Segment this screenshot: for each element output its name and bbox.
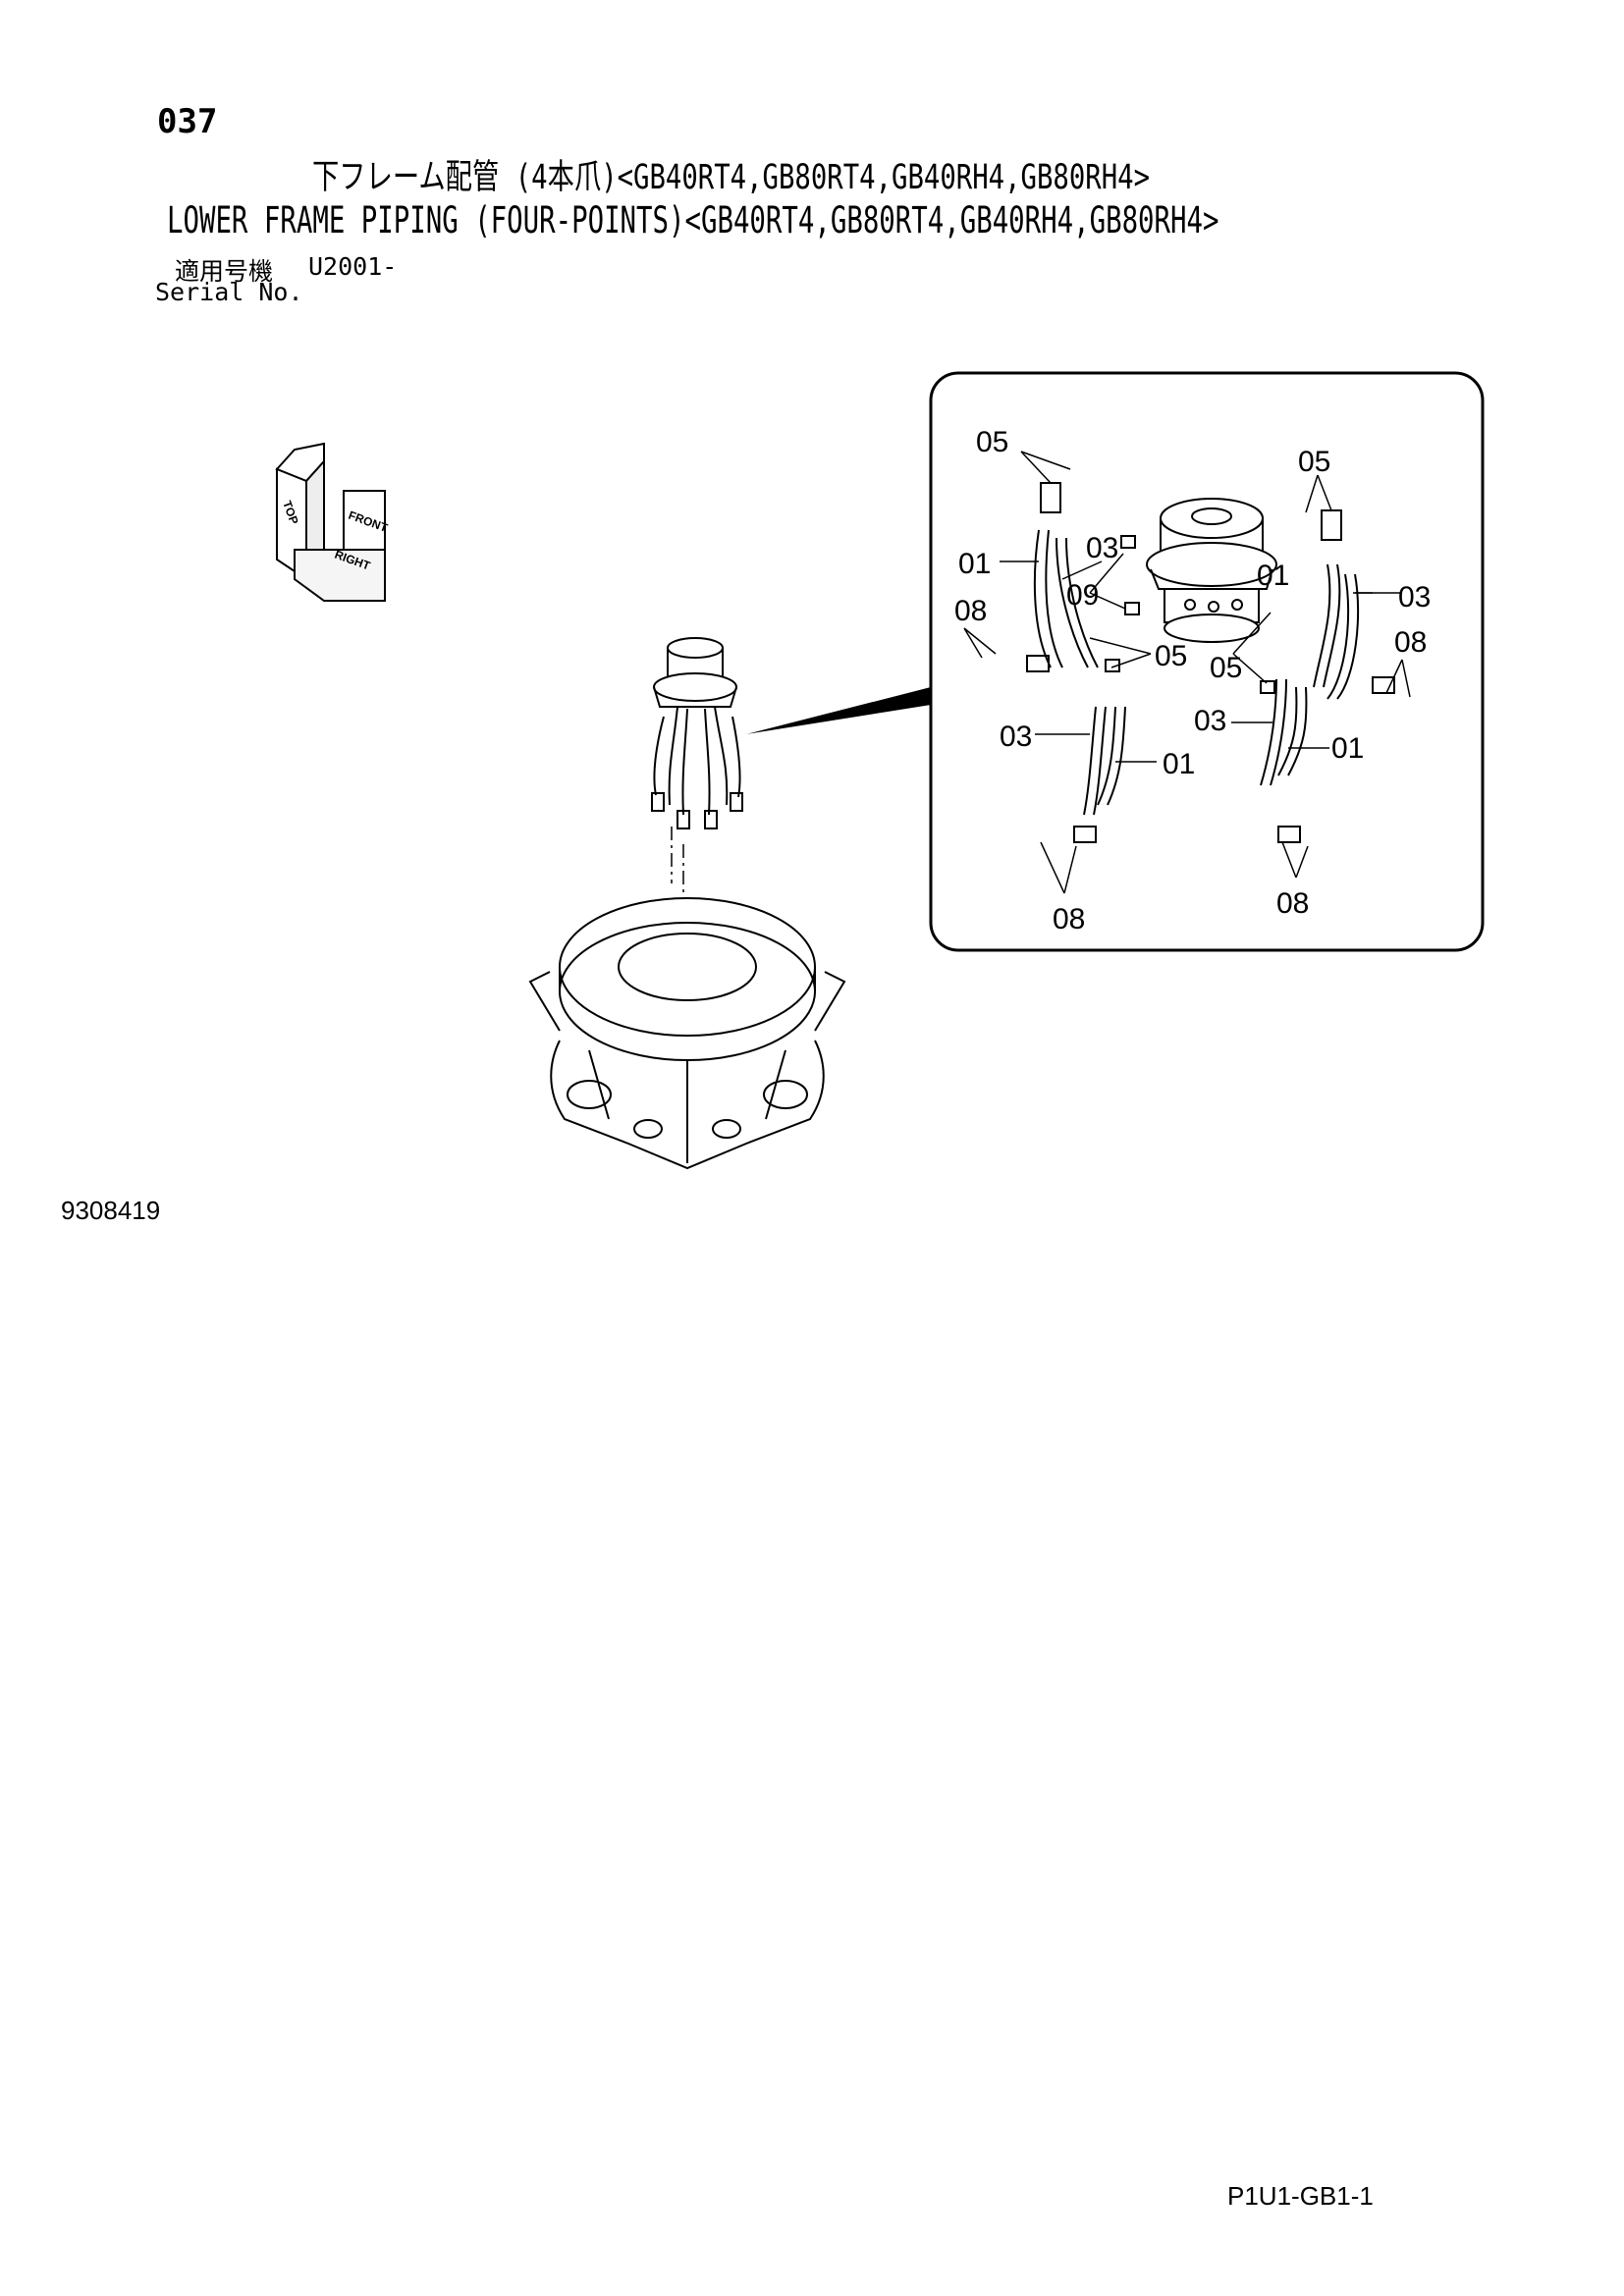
page-number: 037	[157, 102, 218, 141]
callout-08: 08	[1053, 903, 1085, 935]
title-english: LOWER FRAME PIPING (FOUR-POINTS)<GB40RT4…	[167, 199, 1219, 241]
callout-03: 03	[1194, 705, 1226, 737]
overview-swivel-assembly	[651, 637, 743, 829]
detail-swivel-joint	[1146, 498, 1277, 643]
callout-01: 01	[1257, 560, 1289, 592]
serial-label-english: Serial No.	[155, 278, 303, 306]
page-code: P1U1-GB1-1	[1227, 2181, 1374, 2211]
detail-hoses	[1026, 482, 1395, 843]
orientation-icon: TOP FRONT RIGHT	[275, 442, 390, 602]
callout-08: 08	[954, 595, 987, 627]
callout-05: 05	[1298, 446, 1330, 478]
callout-03: 03	[1000, 721, 1032, 753]
leader-lines	[963, 451, 1411, 894]
title-japanese: 下フレーム配管 (4本爪)<GB40RT4,GB80RT4,GB40RH4,GB…	[312, 158, 1151, 197]
callout-05: 05	[1210, 652, 1242, 684]
callout-01: 01	[1331, 732, 1364, 765]
callout-01: 01	[958, 548, 991, 580]
callout-01: 01	[1163, 748, 1195, 780]
detail-frame	[929, 371, 1485, 952]
callout-03: 03	[1086, 532, 1118, 564]
detail-pointer	[746, 687, 931, 734]
drawing-id: 9308419	[61, 1196, 161, 1225]
callout-03: 03	[1398, 581, 1431, 614]
callout-08: 08	[1394, 626, 1427, 659]
lower-frame	[528, 897, 846, 1170]
callout-09: 09	[1066, 579, 1099, 612]
serial-label-japanese: 適用号機	[175, 257, 274, 286]
callout-05: 05	[976, 426, 1008, 458]
serial-number-value: U2001-	[308, 252, 398, 281]
callout-08: 08	[1276, 887, 1309, 920]
callout-05: 05	[1155, 640, 1187, 672]
